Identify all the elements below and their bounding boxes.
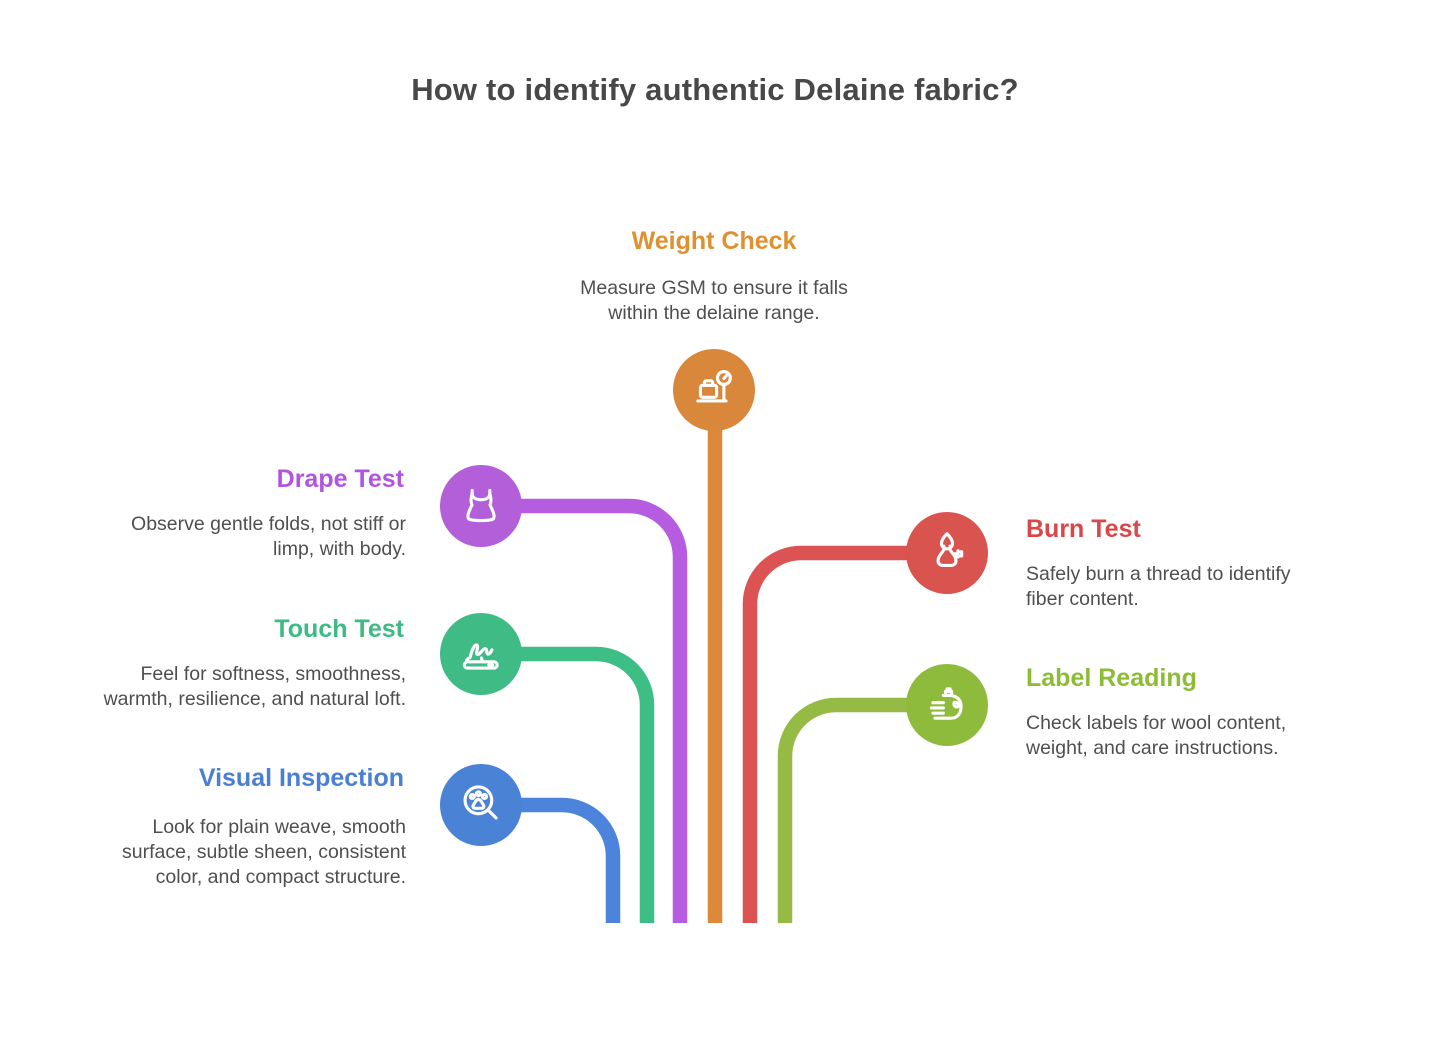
item-description-weight-check: Measure GSM to ensure it falls within th… bbox=[580, 277, 848, 324]
item-description-burn-test: Safely burn a thread to identify fiber c… bbox=[1026, 563, 1291, 610]
connector-burn-test bbox=[742, 545, 947, 923]
laundry-bottle-icon bbox=[929, 687, 963, 720]
node-label-reading bbox=[906, 664, 988, 746]
node-weight-check bbox=[673, 349, 755, 431]
page-title: How to identify authentic Delaine fabric… bbox=[411, 72, 1019, 107]
node-drape-test bbox=[440, 465, 522, 547]
item-title-touch-test: Touch Test bbox=[274, 615, 404, 643]
item-title-drape-test: Drape Test bbox=[276, 465, 404, 493]
weight-scale-icon bbox=[696, 370, 732, 403]
dress-icon bbox=[466, 488, 496, 523]
touch-surface-icon bbox=[462, 643, 499, 670]
item-description-drape-test: Observe gentle folds, not stiff or limp,… bbox=[131, 513, 406, 560]
connector-label-reading bbox=[777, 697, 947, 923]
connector-touch-test bbox=[481, 646, 655, 923]
connector-drape-test bbox=[481, 498, 688, 923]
item-title-weight-check: Weight Check bbox=[631, 227, 797, 255]
node-visual-inspection bbox=[440, 764, 522, 846]
node-touch-test bbox=[440, 613, 522, 695]
item-title-burn-test: Burn Test bbox=[1026, 515, 1141, 543]
item-description-touch-test: Feel for softness, smoothness, warmth, r… bbox=[103, 663, 406, 710]
burner-flame-icon bbox=[936, 532, 964, 567]
item-description-visual-inspection: Look for plain weave, smooth surface, su… bbox=[122, 816, 406, 888]
connector-visual-inspection bbox=[481, 797, 621, 923]
item-title-label-reading: Label Reading bbox=[1026, 664, 1197, 692]
item-title-visual-inspection: Visual Inspection bbox=[198, 764, 404, 792]
magnifier-paw-icon bbox=[463, 785, 498, 820]
node-burn-test bbox=[906, 512, 988, 594]
item-description-label-reading: Check labels for wool content, weight, a… bbox=[1026, 712, 1287, 759]
